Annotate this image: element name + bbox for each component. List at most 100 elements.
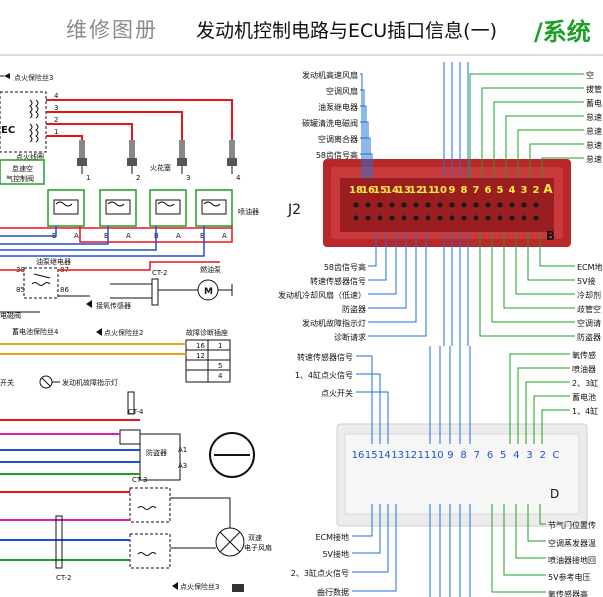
d-row-d: D [550,487,559,501]
j2-pin-hole [377,215,383,221]
svg-text:A: A [126,232,131,240]
j2-leader-line [368,232,397,295]
d-left-top-1: 1、4缸点火信号 [295,370,353,380]
fuel-relay-box [23,267,59,299]
j2-leader-line [481,87,584,178]
j2-right-top-1: 拔管 [586,84,602,94]
j2-pin-hole [497,202,503,208]
j2-row-b: B [546,229,555,243]
j2-left-bottom-5: 诊断请求 [334,332,366,342]
d-right-top-3: 蓄电池 [572,392,596,402]
idle-valve-box [0,159,45,185]
j2-pin-number: 8 [461,185,468,196]
spark-plug-label: 火花塞 [150,163,171,172]
j2-left-top-4: 空调离合器 [318,134,358,144]
svg-text:B: B [104,232,109,240]
d-leader-line [527,504,546,542]
ct3-label: CT-3 [132,476,148,484]
svg-text:85: 85 [16,286,25,294]
j2-right-bottom-5: 防盗器 [577,332,601,342]
d-leader-line [539,504,546,525]
d-pin-number: 8 [460,450,466,461]
svg-text:A: A [74,232,79,240]
d-leader-line [352,504,389,573]
j2-leader-line [517,129,584,178]
d-pin-number: 14 [378,450,391,461]
j2-right-top-6: 怠速 [586,154,602,164]
j2-pin-hole [485,215,491,221]
d-leader-line [503,504,546,576]
j2-pin-number: 5 [497,185,504,196]
ecu-label: EC [1,125,15,136]
j2-pin-hole [485,202,491,208]
d-left-bottom-1: 5V接地 [322,549,349,559]
j2-leader-line [360,89,365,178]
d-leader-line [517,367,570,444]
svg-text:1: 1 [218,342,222,350]
d-pin-number: 2 [540,450,546,461]
j2-left-bottom-0: 58齿信号高 [324,262,366,272]
j2-leader-line [360,121,369,178]
j2-pin-hole [497,215,503,221]
j2-right-bottom-0: ECM地 [577,262,603,272]
d-pin-number: 5 [500,450,506,461]
d-pin-number: 3 [526,450,532,461]
j2-pin-number: 11 [421,185,435,196]
d-right-bottom-4: 氧传感器高 [548,589,588,597]
j2-leader-line [360,153,373,178]
page-title: 发动机控制电路与ECU插口信息(一) [196,20,498,42]
j2-right-bottom-3: 歧管空 [577,304,601,314]
j2-right-bottom-1: 5V接 [577,276,596,286]
d-leader-line [352,504,373,537]
j2-right-top-3: 怠速 [586,112,602,122]
j2-left-bottom-2: 发动机冷却风扇（低速） [278,290,366,300]
svg-text:A: A [222,232,227,240]
j2-pin-number: 12 [409,185,423,196]
d-pin-number: 9 [447,450,453,461]
j2-pin-hole [521,215,527,221]
j2-pin-number: 18 [349,185,363,196]
j2-left-bottom-3: 防盗器 [342,304,366,314]
j2-pin-number: 9 [449,185,456,196]
j2-leader-line [541,157,584,178]
svg-text:16: 16 [196,342,205,350]
d-pin-number: 12 [404,450,417,461]
d-leader-line [356,391,389,444]
d-leader-line [533,395,570,444]
d-right-top-4: 1、4缸 [572,406,598,416]
dual-fan-label-1: 双速 [248,534,262,542]
j2-pin-number: 16 [361,185,375,196]
d-leader-line [541,409,570,444]
j2-leader-line [493,101,584,178]
d-pin-number: 15 [365,450,378,461]
svg-text:M: M [204,287,213,297]
svg-text:A1: A1 [178,446,187,454]
j2-pin-hole [377,202,383,208]
j2-pin-hole [533,215,539,221]
d-leader-line [352,504,397,592]
svg-text:1: 1 [54,128,58,136]
injectors [47,189,233,227]
d-leader-line [515,504,546,559]
j2-pin-hole [401,215,407,221]
j2-leader-line [515,232,575,295]
j2-left-top-3: 碳罐清洗电磁阀 [302,118,358,128]
j2-pin-hole [449,215,455,221]
fuse-ig3-label: 点火保险丝3 [14,73,53,82]
d-pin-number: 16 [352,450,365,461]
j2-pin-number: 6 [485,185,492,196]
d-pin-number: 7 [474,450,480,461]
fuel-pump-label: 燃油泵 [200,265,221,274]
j2-pin-hole [353,215,359,221]
j2-pin-hole [461,215,467,221]
j2-left-top-0: 发动机高速风扇 [302,70,358,80]
j2-right-top-0: 空 [586,70,594,80]
immobilizer-label: 防盗器 [146,448,167,457]
fuel-relay-label: 油泵继电器 [36,257,71,266]
j2-pin-hole [509,202,515,208]
j2-leader-line [539,232,575,267]
immobilizer-box [139,433,181,481]
svg-text:2: 2 [136,174,140,182]
